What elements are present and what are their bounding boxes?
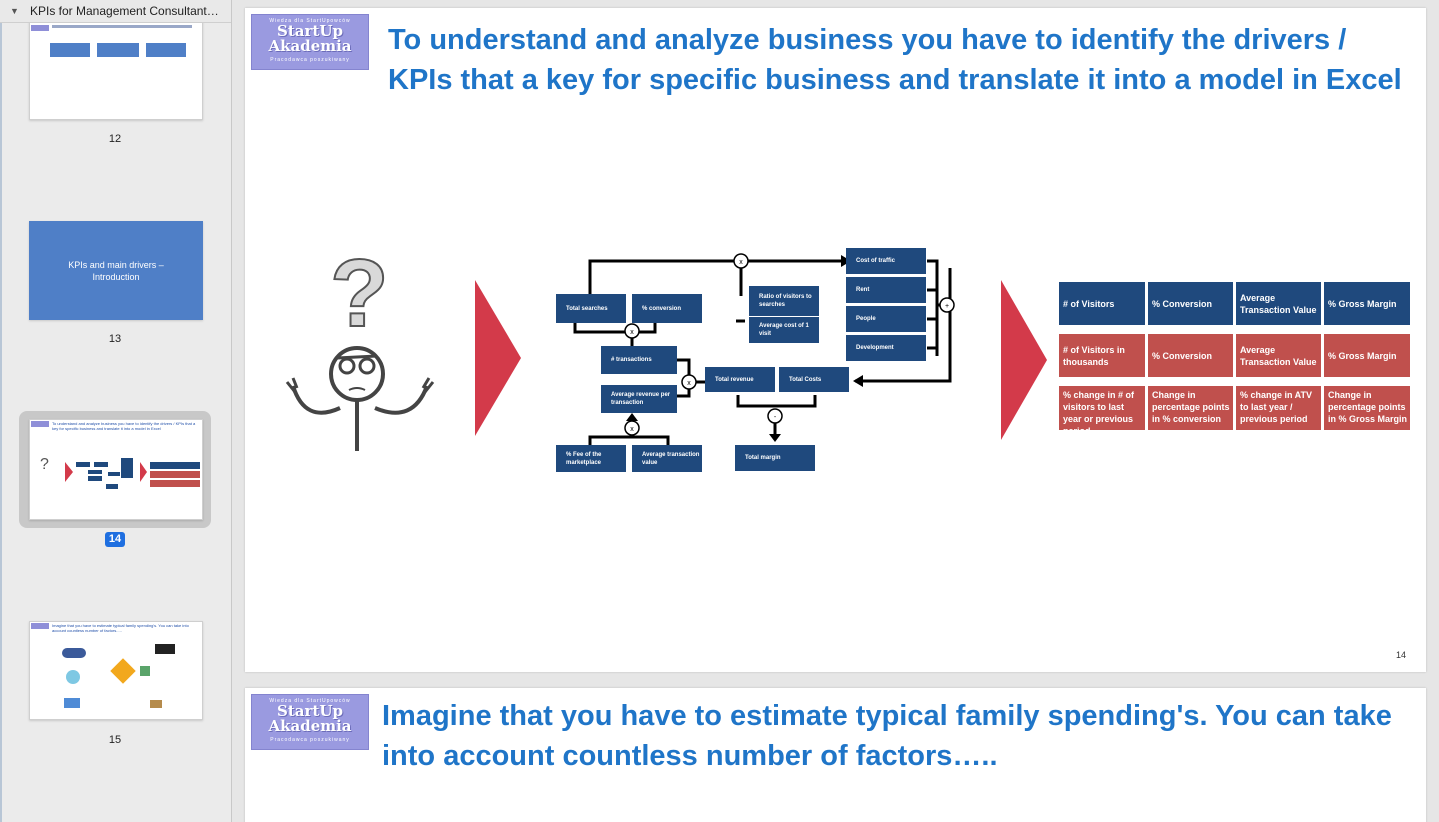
kpi-change-atv: % change in ATV to last year / previous … [1236, 386, 1321, 430]
kpi-change-gross-margin: Change in percentage points in % Gross M… [1324, 386, 1410, 430]
thumb-box [146, 43, 186, 57]
house-icon [140, 666, 150, 676]
thumb-arrow-icon [65, 462, 73, 482]
kpi-header-visitors: # of Visitors [1059, 282, 1145, 325]
kpi-change-conversion: Change in percentage points in % convers… [1148, 386, 1233, 430]
slide-title: To understand and analyze business you h… [388, 24, 1402, 96]
total-costs-box: Total Costs [779, 367, 849, 392]
startup-akademia-logo: Wiedza dla StartUpowców StartUp Akademia… [251, 14, 369, 70]
thumb-section-title: KPIs and main drivers – Introduction [68, 260, 164, 282]
window-edge [0, 22, 2, 822]
transactions-box: # transactions [601, 346, 677, 374]
avg-revenue-box: Average revenue per transaction [601, 385, 677, 413]
svg-text:-: - [774, 414, 777, 421]
total-searches-box: Total searches [556, 294, 626, 323]
thumb-logo [31, 623, 49, 629]
development-box: Development [846, 335, 926, 361]
thumb-logo [31, 25, 49, 31]
document-title: KPIs for Management Consultants... [30, 4, 220, 18]
slide-14[interactable]: Wiedza dla StartUpowców StartUp Akademia… [245, 8, 1426, 672]
thumb-logo [31, 421, 49, 427]
slide-number-15: 15 [108, 734, 122, 746]
startup-akademia-logo: Wiedza dla StartUpowców StartUp Akademia… [251, 694, 369, 750]
slide-15[interactable]: Wiedza dla StartUpowców StartUp Akademia… [245, 688, 1426, 822]
svg-text:x: x [739, 259, 743, 266]
total-margin-box: Total margin [735, 445, 815, 471]
slide-page-number: 14 [1395, 650, 1406, 660]
svg-text:?: ? [330, 240, 389, 347]
question-figure-icon: ? [40, 456, 49, 473]
kpi-unit-atv: Average Transaction Value [1236, 334, 1321, 377]
money-icon [110, 658, 136, 684]
kpi-unit-gross-margin: % Gross Margin [1324, 334, 1410, 377]
slide-canvas: Wiedza dla StartUpowców StartUp Akademia… [233, 0, 1439, 822]
rent-box: Rent [846, 277, 926, 303]
thumb-title-line [52, 25, 192, 28]
thumb-kpi-row [150, 480, 200, 487]
svg-text:+: + [945, 303, 949, 310]
red-arrow-icon [475, 280, 521, 436]
slide-title: Imagine that you have to estimate typica… [382, 700, 1392, 772]
kpi-header-gross-margin: % Gross Margin [1324, 282, 1410, 325]
slide-thumbnail-12[interactable] [29, 14, 203, 120]
navigator-header[interactable]: ▼ KPIs for Management Consultants... [0, 0, 231, 23]
landscape-icon [155, 644, 175, 654]
marketplace-fee-box: % Fee of the marketplace [556, 445, 626, 472]
slide-thumbnail-14[interactable]: To understand and analyze business you h… [29, 419, 203, 520]
kpi-unit-visitors: # of Visitors in thousands [1059, 334, 1145, 377]
avg-transaction-value-box: Average transaction value [632, 445, 702, 472]
thumb-kpi-row [150, 462, 200, 469]
thumb-box [97, 43, 139, 57]
conversion-box: % conversion [632, 294, 702, 323]
kpi-header-atv: Average Transaction Value [1236, 282, 1321, 325]
thumb-title: To understand and analyze business you h… [52, 421, 196, 431]
cost-of-traffic-box: Cost of traffic [846, 248, 926, 274]
slide-number-14: 14 [105, 532, 125, 547]
confused-person-icon: ? [285, 239, 435, 451]
kpi-change-visitors: % change in # of visitors to last year o… [1059, 386, 1145, 436]
slide-thumbnail-13[interactable]: KPIs and main drivers – Introduction [29, 221, 203, 320]
visitors-ratio-box: Ratio of visitors to searches [749, 286, 819, 316]
vehicle-icon [64, 698, 80, 708]
people-box: People [846, 306, 926, 332]
slide-navigator: ▼ KPIs for Management Consultants... 12 … [0, 0, 232, 822]
island-icon [150, 700, 162, 708]
avg-visit-cost-box: Average cost of 1 visit [749, 317, 819, 343]
thumb-kpi-row [150, 471, 200, 478]
kpi-header-conversion: % Conversion [1148, 282, 1233, 325]
thumb-box [50, 43, 90, 57]
kpi-unit-conversion: % Conversion [1148, 334, 1233, 377]
car-icon [62, 648, 86, 658]
weather-icon [66, 670, 80, 684]
thumb-flow-diagram [76, 458, 134, 492]
svg-text:x: x [630, 329, 634, 336]
svg-text:x: x [630, 426, 634, 433]
thumb-arrow-icon [140, 462, 147, 482]
slide-number-13: 13 [108, 333, 122, 345]
slide-thumbnail-15[interactable]: Imagine that you have to estimate typica… [29, 621, 203, 720]
svg-text:x: x [687, 380, 691, 387]
red-arrow-icon [1001, 280, 1047, 440]
disclosure-triangle-icon[interactable]: ▼ [10, 6, 19, 16]
total-revenue-box: Total revenue [705, 367, 775, 392]
slide-number-12: 12 [108, 133, 122, 145]
thumb-title: Imagine that you have to estimate typica… [52, 623, 189, 633]
